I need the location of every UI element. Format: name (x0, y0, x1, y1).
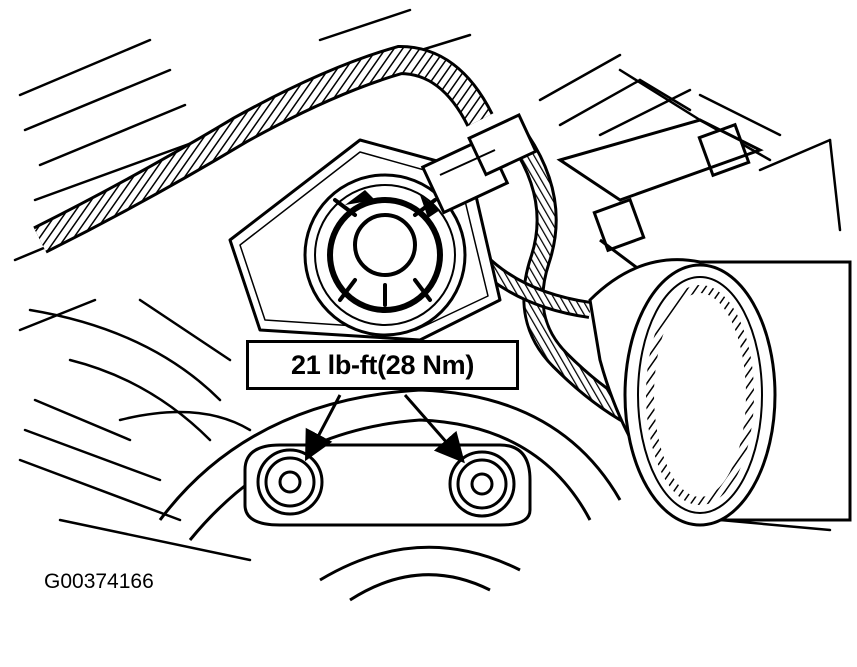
arrow-to-right-bolt (403, 394, 465, 464)
mounting-bolt-right (448, 450, 516, 518)
torque-pointer-arrows (304, 394, 465, 464)
fuel-rail-fittings (556, 118, 764, 272)
torque-spec-label: 21 lb-ft(28 Nm) (246, 340, 519, 390)
mounting-bolt-left (256, 448, 324, 516)
wiring-harness (33, 44, 646, 430)
figure-id-label: G00374166 (44, 570, 154, 593)
electrical-connector (420, 113, 538, 215)
round-housing (588, 258, 852, 527)
sensor-body (303, 173, 467, 337)
arrow-to-left-bolt (304, 394, 342, 462)
